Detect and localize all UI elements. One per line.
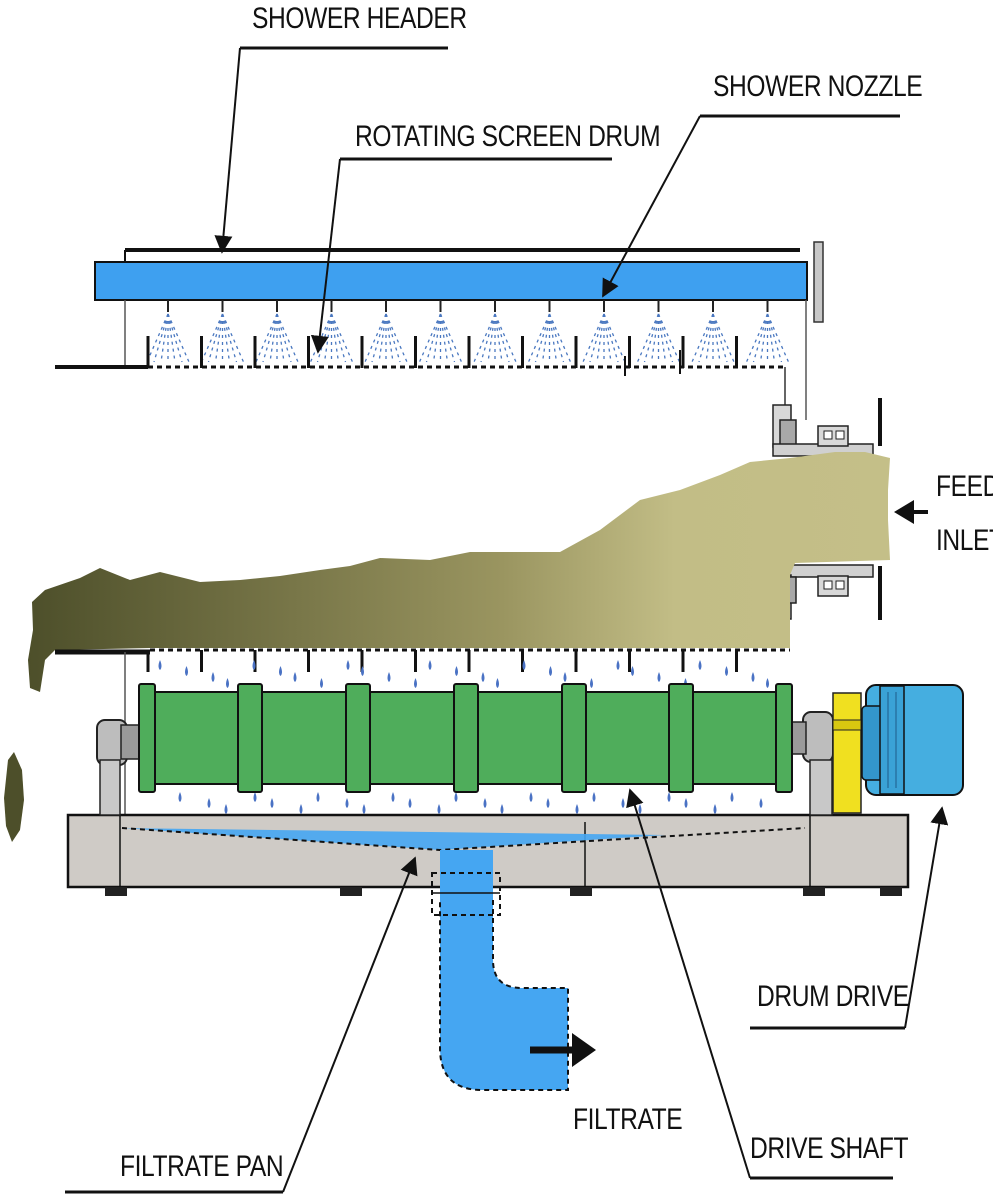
- drum-band: [775, 683, 793, 793]
- shower-nozzles: [146, 300, 790, 363]
- drum-band: [237, 683, 263, 793]
- coupling: [832, 692, 862, 814]
- filtrate-outlet: [431, 850, 569, 1091]
- drum-band: [668, 683, 694, 793]
- drum-band: [453, 683, 479, 793]
- spray-nozzle: [418, 300, 463, 363]
- bearing-supports: [96, 711, 834, 816]
- arrow-left-icon: [894, 500, 928, 524]
- filtrate-drops: [158, 660, 769, 814]
- label-feed: FEED: [936, 470, 993, 503]
- shower-assembly: [55, 241, 824, 430]
- sludge-body: [28, 452, 890, 692]
- spray-nozzle: [364, 300, 408, 363]
- spray-nozzle: [309, 300, 354, 363]
- spray-nozzle: [255, 300, 299, 363]
- label-shower-header: SHOWER HEADER: [252, 2, 467, 35]
- spray-nozzle: [473, 300, 517, 363]
- drum-band: [138, 683, 156, 793]
- sludge-drip: [4, 752, 24, 842]
- spray-nozzle: [636, 300, 681, 363]
- label-filtrate: FILTRATE: [573, 1103, 683, 1136]
- spray-nozzle: [527, 300, 572, 363]
- lower-screen: [55, 648, 790, 815]
- drum-band: [561, 683, 587, 793]
- spray-nozzle: [146, 300, 190, 363]
- label-rotating-screen-drum: ROTATING SCREEN DRUM: [355, 120, 661, 153]
- label-shower-nozzle: SHOWER NOZZLE: [713, 70, 923, 103]
- shower-header-pipe: [94, 261, 808, 301]
- screen-ribs-top: [146, 336, 738, 376]
- arrow-right-icon: [530, 1033, 596, 1067]
- drum-drive-unit: [832, 684, 964, 814]
- drum: [138, 683, 793, 793]
- spray-nozzle: [691, 300, 735, 363]
- label-drive-shaft: DRIVE SHAFT: [750, 1132, 909, 1165]
- spray-nozzle: [582, 300, 626, 363]
- spray-nozzle: [745, 300, 790, 363]
- label-inlet: INLET: [936, 524, 993, 557]
- label-drum-drive: DRUM DRIVE: [757, 980, 909, 1013]
- shower-end-flange: [813, 241, 824, 323]
- drum-band: [345, 683, 371, 793]
- spray-nozzle: [200, 300, 245, 363]
- label-filtrate-pan: FILTRATE PAN: [120, 1150, 284, 1183]
- leader-lines: [65, 46, 949, 1194]
